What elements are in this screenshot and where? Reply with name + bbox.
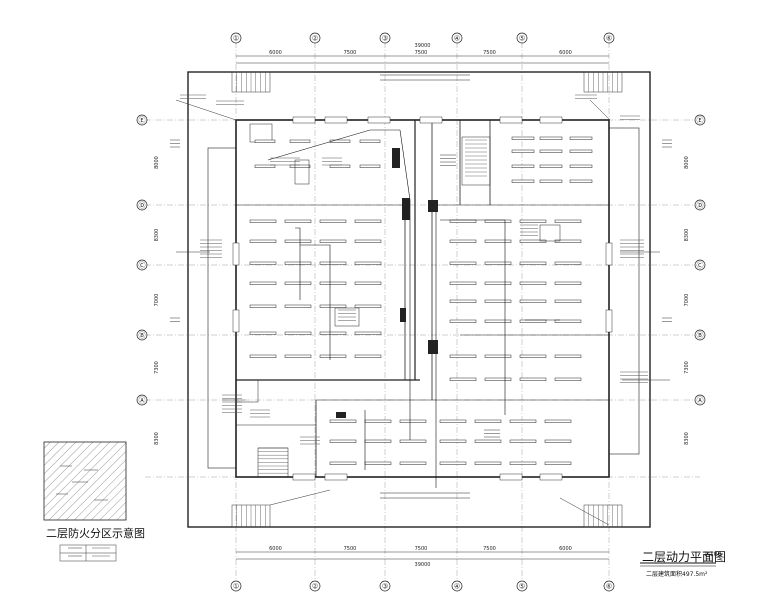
- top-dimension-lines: [236, 55, 609, 560]
- dimension-labels: 6000 6000 7500 7500 7500 7500 7500 7500 6000 6000…: [154, 43, 690, 568]
- dim-label-bottom: 7500: [344, 546, 357, 552]
- annotation-leaders: [175, 99, 670, 526]
- svg-text:⑥: ⑥: [606, 35, 612, 43]
- svg-text:④: ④: [454, 583, 460, 591]
- svg-text:②: ②: [312, 583, 318, 591]
- dim-label-right: 8300: [684, 432, 690, 445]
- axis-bubble-top: ②: [309, 32, 321, 44]
- axis-bubble-top: ⑥: [603, 32, 615, 44]
- dim-label-right: 7300: [684, 361, 690, 374]
- axis-bubble-top: ⑤: [516, 32, 528, 44]
- axis-bubble-bottom: ②: [309, 580, 321, 592]
- axis-bubble-bottom: ④: [451, 580, 463, 592]
- axis-bubble-top: ①: [230, 32, 242, 44]
- axis-bubble-right: Ⓐ: [694, 394, 706, 406]
- svg-text:Ⓑ: Ⓑ: [697, 332, 704, 340]
- dim-label-left: 7300: [154, 361, 160, 374]
- axis-bubble-bottom: ⑥: [603, 580, 615, 592]
- svg-text:Ⓔ: Ⓔ: [139, 117, 146, 125]
- axis-bubble-bottom: ①: [230, 580, 242, 592]
- svg-text:③: ③: [382, 35, 388, 43]
- dim-label-top: 7500: [483, 50, 496, 56]
- svg-text:⑥: ⑥: [606, 583, 612, 591]
- dim-label-left: 7000: [154, 294, 160, 307]
- annotation-text-blocks: [56, 94, 672, 557]
- dim-label-overall-top: 39000: [415, 43, 431, 49]
- axis-bubble-bottom: ③: [379, 580, 391, 592]
- axis-bubble-left: Ⓑ: [136, 329, 148, 341]
- svg-text:⑤: ⑤: [519, 35, 525, 43]
- windows: [232, 116, 613, 481]
- wiring: [267, 129, 560, 488]
- dim-label-overall-bottom: 39000: [415, 562, 431, 568]
- dim-label-right: 8300: [684, 229, 690, 242]
- dim-label-left: 8000: [154, 156, 160, 169]
- plan-title: 二层动力平面图: [642, 550, 727, 564]
- svg-text:⑤: ⑤: [519, 583, 525, 591]
- dim-label-top: 6000: [269, 50, 282, 56]
- svg-text:③: ③: [382, 583, 388, 591]
- legend-hatch-box: [43, 441, 127, 521]
- plan-scale: 1:100: [704, 551, 722, 558]
- dim-label-right: 7000: [684, 294, 690, 307]
- axis-bubble-left: Ⓒ: [136, 259, 148, 271]
- fire-zone-legend: [43, 441, 127, 562]
- axis-bubble-left: Ⓔ: [136, 114, 148, 126]
- dim-label-left: 8300: [154, 432, 160, 445]
- axis-bubble-top: ④: [451, 32, 463, 44]
- axis-bubble-right: Ⓒ: [694, 259, 706, 271]
- axis-bubble-right: Ⓓ: [694, 199, 706, 211]
- plan-area-note: 二层建筑面积497.5m²: [646, 571, 708, 578]
- dim-label-bottom: 7500: [483, 546, 496, 552]
- axis-bubble-bottom: ⑤: [516, 580, 528, 592]
- svg-text:Ⓔ: Ⓔ: [697, 117, 704, 125]
- legend-title: 二层防火分区示意图: [46, 527, 145, 540]
- dim-label-bottom: 6000: [559, 546, 572, 552]
- svg-text:①: ①: [233, 35, 239, 43]
- svg-text:Ⓓ: Ⓓ: [697, 202, 704, 210]
- svg-text:①: ①: [233, 583, 239, 591]
- svg-text:Ⓑ: Ⓑ: [139, 332, 146, 340]
- axis-bubble-right: Ⓑ: [694, 329, 706, 341]
- svg-text:Ⓐ: Ⓐ: [697, 397, 704, 405]
- axis-bubble-left: Ⓐ: [136, 394, 148, 406]
- dim-label-left: 8300: [154, 229, 160, 242]
- building-walls: [207, 74, 640, 499]
- dim-label-top: 7500: [415, 50, 428, 56]
- svg-text:Ⓐ: Ⓐ: [139, 397, 146, 405]
- dim-label-top: 7500: [344, 50, 357, 56]
- dim-label-right: 8000: [684, 156, 690, 169]
- axis-bubbles: ① ① ② ② ③ ③ ④ ④ ⑤ ⑤ ⑥ ⑥ Ⓔ Ⓔ Ⓓ Ⓓ Ⓒ Ⓒ Ⓑ Ⓑ Ⓐ Ⓐ: [136, 32, 706, 592]
- dim-label-bottom: 6000: [269, 546, 282, 552]
- light-fixtures: [249, 136, 593, 465]
- axis-bubble-left: Ⓓ: [136, 199, 148, 211]
- svg-text:④: ④: [454, 35, 460, 43]
- distribution-panels: [294, 148, 561, 418]
- svg-text:Ⓒ: Ⓒ: [139, 262, 146, 270]
- dim-label-top: 6000: [559, 50, 572, 56]
- svg-text:Ⓒ: Ⓒ: [697, 262, 704, 270]
- svg-text:②: ②: [312, 35, 318, 43]
- outer-boundary: [187, 71, 651, 528]
- dim-label-bottom: 7500: [415, 546, 428, 552]
- axis-bubble-top: ③: [379, 32, 391, 44]
- axis-bubble-right: Ⓔ: [694, 114, 706, 126]
- svg-text:Ⓓ: Ⓓ: [139, 202, 146, 210]
